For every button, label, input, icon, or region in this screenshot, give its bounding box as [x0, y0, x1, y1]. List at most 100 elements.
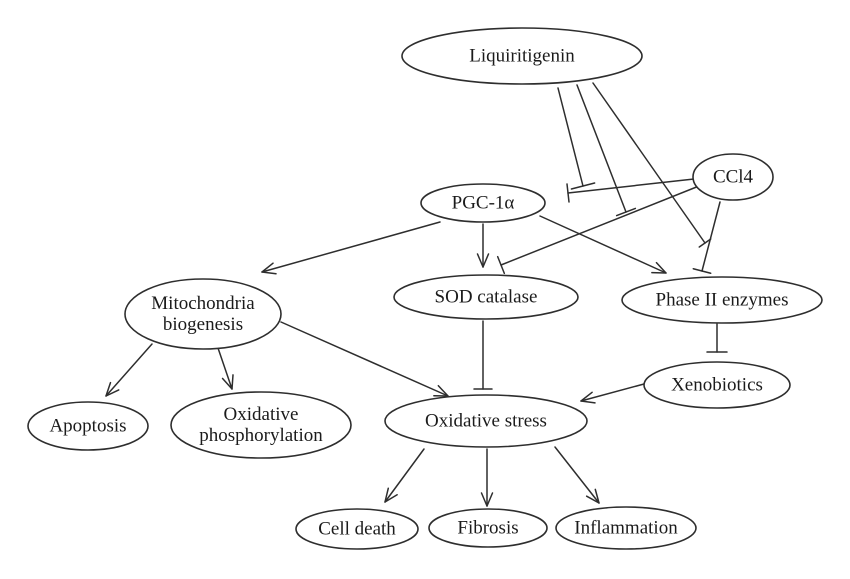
node-apoptosis: Apoptosis	[27, 401, 149, 451]
edge-line-liquiritigenin-blocks-ccl4-phase2-line	[592, 82, 706, 244]
node-label-liquiritigenin: Liquiritigenin	[469, 46, 575, 67]
edge-phase2-inhibits-xenobiotics	[706, 323, 728, 353]
node-label-line: biogenesis	[163, 314, 243, 335]
node-ellipse-ccl4	[692, 153, 774, 201]
node-ellipse-pgc1a	[420, 183, 546, 223]
node-label-apoptosis: Apoptosis	[49, 416, 126, 437]
node-ccl4: CCl4	[692, 153, 774, 201]
node-label-line: Oxidative	[224, 404, 299, 425]
edge-pgc1a-to-sod-catalase	[476, 223, 490, 268]
inhibition-bar-icon	[496, 255, 506, 275]
edge-pgc1a-to-mitochondria	[261, 221, 441, 275]
node-label-line: SOD catalase	[435, 287, 538, 308]
edge-line-mitochondria-to-oxidative-phosphorylation	[217, 347, 233, 390]
node-oxidative-stress: Oxidative stress	[384, 394, 588, 448]
arrowhead-icon	[261, 262, 277, 275]
edge-line-xenobiotics-to-oxidative-stress	[580, 383, 645, 402]
arrowhead-icon	[651, 261, 667, 274]
edge-ccl4-inhibits-sod-catalase	[496, 185, 700, 275]
node-ellipse-cell-death	[295, 508, 419, 550]
node-xenobiotics: Xenobiotics	[643, 361, 791, 409]
node-ellipse-sod-catalase	[393, 274, 579, 320]
node-label-inflammation: Inflammation	[574, 518, 678, 539]
arrowhead-icon	[105, 381, 120, 397]
node-fibrosis: Fibrosis	[428, 508, 548, 548]
node-label-line: Cell death	[318, 519, 396, 540]
node-label-line: Apoptosis	[49, 416, 126, 437]
edge-oxidative-stress-to-cell-death	[384, 448, 425, 503]
node-label-sod-catalase: SOD catalase	[435, 287, 538, 308]
node-label-line: Inflammation	[574, 518, 678, 539]
edge-ccl4-inhibits-phase2-enzymes	[692, 201, 721, 275]
node-phase2-enzymes: Phase II enzymes	[621, 276, 823, 324]
edge-liquiritigenin-blocks-ccl4-sod-line	[576, 84, 637, 217]
arrowhead-icon	[221, 374, 234, 390]
node-label-xenobiotics: Xenobiotics	[671, 375, 763, 396]
inhibition-bar-icon	[698, 238, 712, 248]
edge-oxidative-stress-to-inflammation	[554, 446, 600, 504]
node-ellipse-mitochondria-biogenesis	[124, 278, 282, 350]
node-label-cell-death: Cell death	[318, 519, 396, 540]
edge-line-liquiritigenin-blocks-ccl4-sod-line	[576, 84, 627, 213]
edge-mitochondria-to-oxidative-stress	[280, 321, 449, 397]
edge-liquiritigenin-blocks-ccl4-pgc1a-line	[557, 87, 596, 190]
edge-line-ccl4-inhibits-sod-catalase	[500, 185, 700, 266]
edge-liquiritigenin-blocks-ccl4-phase2-line	[592, 82, 712, 248]
node-ellipse-phase2-enzymes	[621, 276, 823, 324]
node-ellipse-inflammation	[555, 506, 697, 550]
inhibition-bar-icon	[570, 182, 596, 190]
node-ellipse-oxidative-phosphorylation	[170, 391, 352, 459]
edge-oxidative-stress-to-fibrosis	[480, 448, 494, 507]
node-label-line: Mitochondria	[151, 293, 255, 314]
inhibition-bar-icon	[692, 267, 712, 275]
node-label-line: phosphorylation	[199, 425, 323, 446]
node-ellipse-xenobiotics	[643, 361, 791, 409]
arrowhead-icon	[580, 391, 596, 404]
node-ellipse-apoptosis	[27, 401, 149, 451]
node-label-ccl4: CCl4	[713, 167, 754, 188]
edges-layer	[105, 82, 728, 507]
node-pgc1a: PGC-1α	[420, 183, 546, 223]
edge-line-mitochondria-to-apoptosis	[105, 343, 153, 397]
node-label-line: Xenobiotics	[671, 375, 763, 396]
arrowhead-icon	[384, 487, 398, 503]
node-label-phase2-enzymes: Phase II enzymes	[656, 290, 789, 311]
arrowhead-icon	[433, 384, 449, 397]
node-ellipse-liquiritigenin	[401, 27, 643, 85]
node-ellipse-fibrosis	[428, 508, 548, 548]
node-label-line: Liquiritigenin	[469, 46, 575, 67]
edge-line-pgc1a-to-phase2-enzymes	[539, 215, 667, 274]
edge-mitochondria-to-oxidative-phosphorylation	[217, 347, 234, 390]
inhibition-bar-icon	[615, 207, 637, 217]
node-sod-catalase: SOD catalase	[393, 274, 579, 320]
arrowhead-icon	[480, 492, 494, 507]
node-label-oxidative-stress: Oxidative stress	[425, 411, 547, 432]
node-label-pgc1a: PGC-1α	[452, 193, 515, 214]
arrowhead-icon	[585, 488, 600, 504]
edge-line-ccl4-inhibits-phase2-enzymes	[701, 201, 721, 272]
node-label-line: CCl4	[713, 167, 754, 188]
node-label-fibrosis: Fibrosis	[457, 518, 518, 539]
edge-line-oxidative-stress-to-inflammation	[554, 446, 600, 504]
edge-line-liquiritigenin-blocks-ccl4-pgc1a-line	[557, 87, 584, 187]
node-label-line: Phase II enzymes	[656, 290, 789, 311]
edge-xenobiotics-to-oxidative-stress	[580, 383, 645, 404]
node-ellipse-oxidative-stress	[384, 394, 588, 448]
node-inflammation: Inflammation	[555, 506, 697, 550]
edge-line-mitochondria-to-oxidative-stress	[280, 321, 449, 397]
inhibition-bar-icon	[566, 183, 570, 203]
node-label-line: Fibrosis	[457, 518, 518, 539]
arrowhead-icon	[476, 253, 490, 268]
edge-mitochondria-to-apoptosis	[105, 343, 153, 397]
node-cell-death: Cell death	[295, 508, 419, 550]
edge-sod-catalase-inhibits-oxidative-stress	[473, 320, 493, 390]
node-label-line: Oxidative stress	[425, 411, 547, 432]
edge-line-pgc1a-to-mitochondria	[261, 221, 441, 273]
